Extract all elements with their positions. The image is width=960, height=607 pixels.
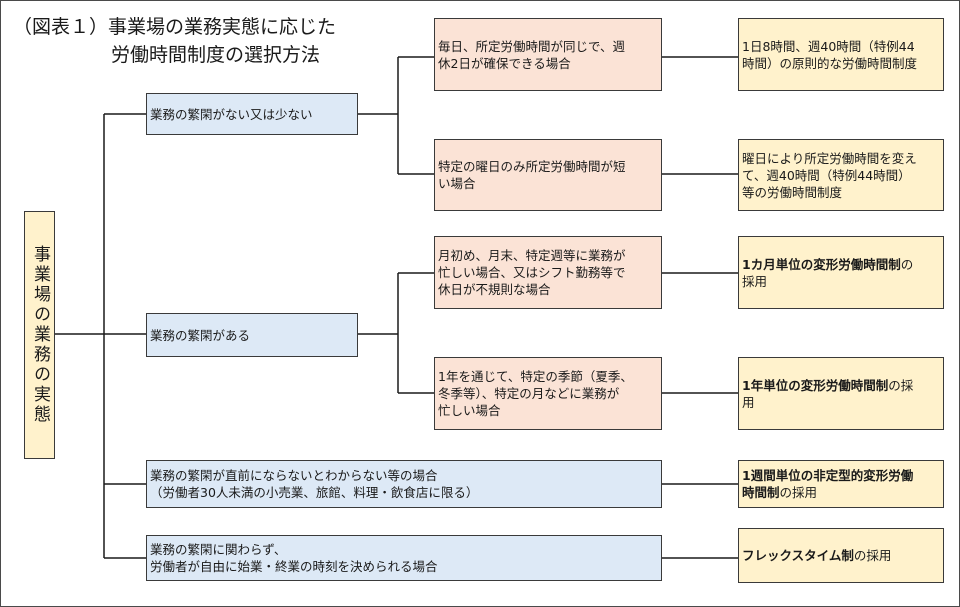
category-label: 業務の繁閑がある [150,327,251,343]
root-label: 事業場の業務の実態 [30,245,50,425]
category-flexible-hours: 業務の繁閑に関わらず、 労働者が自由に始業・終業の時刻を決められる場合 [146,535,662,581]
condition-monthly-busy: 月初め、月末、特定週等に業務が 忙しい場合、又はシフト勤務等で 休日が不規則な場… [434,236,662,309]
category-line-2: （労働者30人未満の小売業、旅館、料理・飲食店に限る） [150,485,479,500]
condition-line-1: 1年を通じて、特定の季節（夏季、 [438,369,633,384]
category-small-business: 業務の繁閑が直前にならないとわからない等の場合 （労働者30人未満の小売業、旅館… [146,460,662,508]
result-monthly-variable-system: 1カ月単位の変形労働時間制の 採用 [738,236,944,309]
result-line-1: 1週間単位の非定型的変形労働 [742,467,940,484]
result-weekday-varied-hours: 曜日により所定労働時間を変え て、週40時間（特例44時間） 等の労働時間制度 [738,139,944,211]
condition-line-3: 休日が不規則な場合 [438,282,551,297]
category-busy-fluctuation: 業務の繁閑がある [146,313,358,357]
result-weekly-irregular-system: 1週間単位の非定型的変形労働 時間制の採用 [738,460,944,508]
diagram-title: （図表１）事業場の業務実態に応じた 労働時間制度の選択方法 [13,13,336,69]
condition-line-2: 忙しい場合、又はシフト勤務等で [438,265,626,280]
result-line-2: 採用 [742,273,768,289]
result-line-1: 1年単位の変形労働時間制の採 [742,377,940,394]
result-line-2: て、週40時間（特例44時間） [742,167,911,183]
result-suffix: の採 [888,377,914,393]
result-bold-term-2: 時間制 [742,485,780,500]
condition-specific-weekday-short: 特定の曜日のみ所定労働時間が短 い場合 [434,139,662,211]
condition-line-2: 休2日が確保できる場合 [438,55,571,71]
condition-line-3: 忙しい場合 [438,403,501,418]
category-line-1: 業務の繁閑が直前にならないとわからない等の場合 [150,468,438,483]
result-line-1: 1カ月単位の変形労働時間制の [742,256,940,273]
title-line-2: 労働時間制度の選択方法 [111,44,321,66]
title-line-1: （図表１）事業場の業務実態に応じた [13,16,337,38]
result-line-3: 等の労働時間制度 [742,184,843,200]
condition-line-2: 冬季等）、特定の月などに業務が [438,386,620,401]
condition-line-1: 毎日、所定労働時間が同じで、週 [438,38,626,54]
result-line-1: 1日8時間、週40時間（特例44 [742,38,915,54]
result-suffix: の [900,256,914,272]
result-suffix: の採用 [853,548,892,563]
result-flextime-system: フレックスタイム制の採用 [738,528,944,583]
result-line-2: 時間）の原則的な労働時間制度 [742,55,918,71]
condition-daily-same-hours: 毎日、所定労働時間が同じで、週 休2日が確保できる場合 [434,18,662,91]
condition-yearly-busy: 1年を通じて、特定の季節（夏季、 冬季等）、特定の月などに業務が 忙しい場合 [434,357,662,430]
result-suffix: の採用 [779,485,818,500]
result-bold-term: フレックスタイム制 [742,548,854,563]
category-few-fluctuation: 業務の繁閑がない又は少ない [146,93,358,135]
result-bold-term: 1年単位の変形労働時間制 [742,377,889,393]
result-line-2: 用 [742,394,755,410]
condition-line-2: い場合 [438,176,476,191]
condition-line-1: 特定の曜日のみ所定労働時間が短 [438,159,626,174]
result-bold-term: 1週間単位の非定型的変形労働 [742,468,914,483]
result-yearly-variable-system: 1年単位の変形労働時間制の採 用 [738,357,944,430]
category-line-1: 業務の繁閑に関わらず、 [150,542,287,557]
result-line-1: 曜日により所定労働時間を変え [742,150,917,166]
category-label: 業務の繁閑がない又は少ない [150,106,313,122]
result-principle-hours: 1日8時間、週40時間（特例44 時間）の原則的な労働時間制度 [738,18,944,91]
result-line-1: フレックスタイム制の採用 [742,547,940,564]
category-line-2: 労働者が自由に始業・終業の時刻を決められる場合 [150,559,438,574]
condition-line-1: 月初め、月末、特定週等に業務が [438,248,626,263]
result-bold-term: 1カ月単位の変形労働時間制 [742,256,901,272]
root-box: 事業場の業務の実態 [24,211,55,459]
result-line-2: 時間制の採用 [742,484,940,501]
